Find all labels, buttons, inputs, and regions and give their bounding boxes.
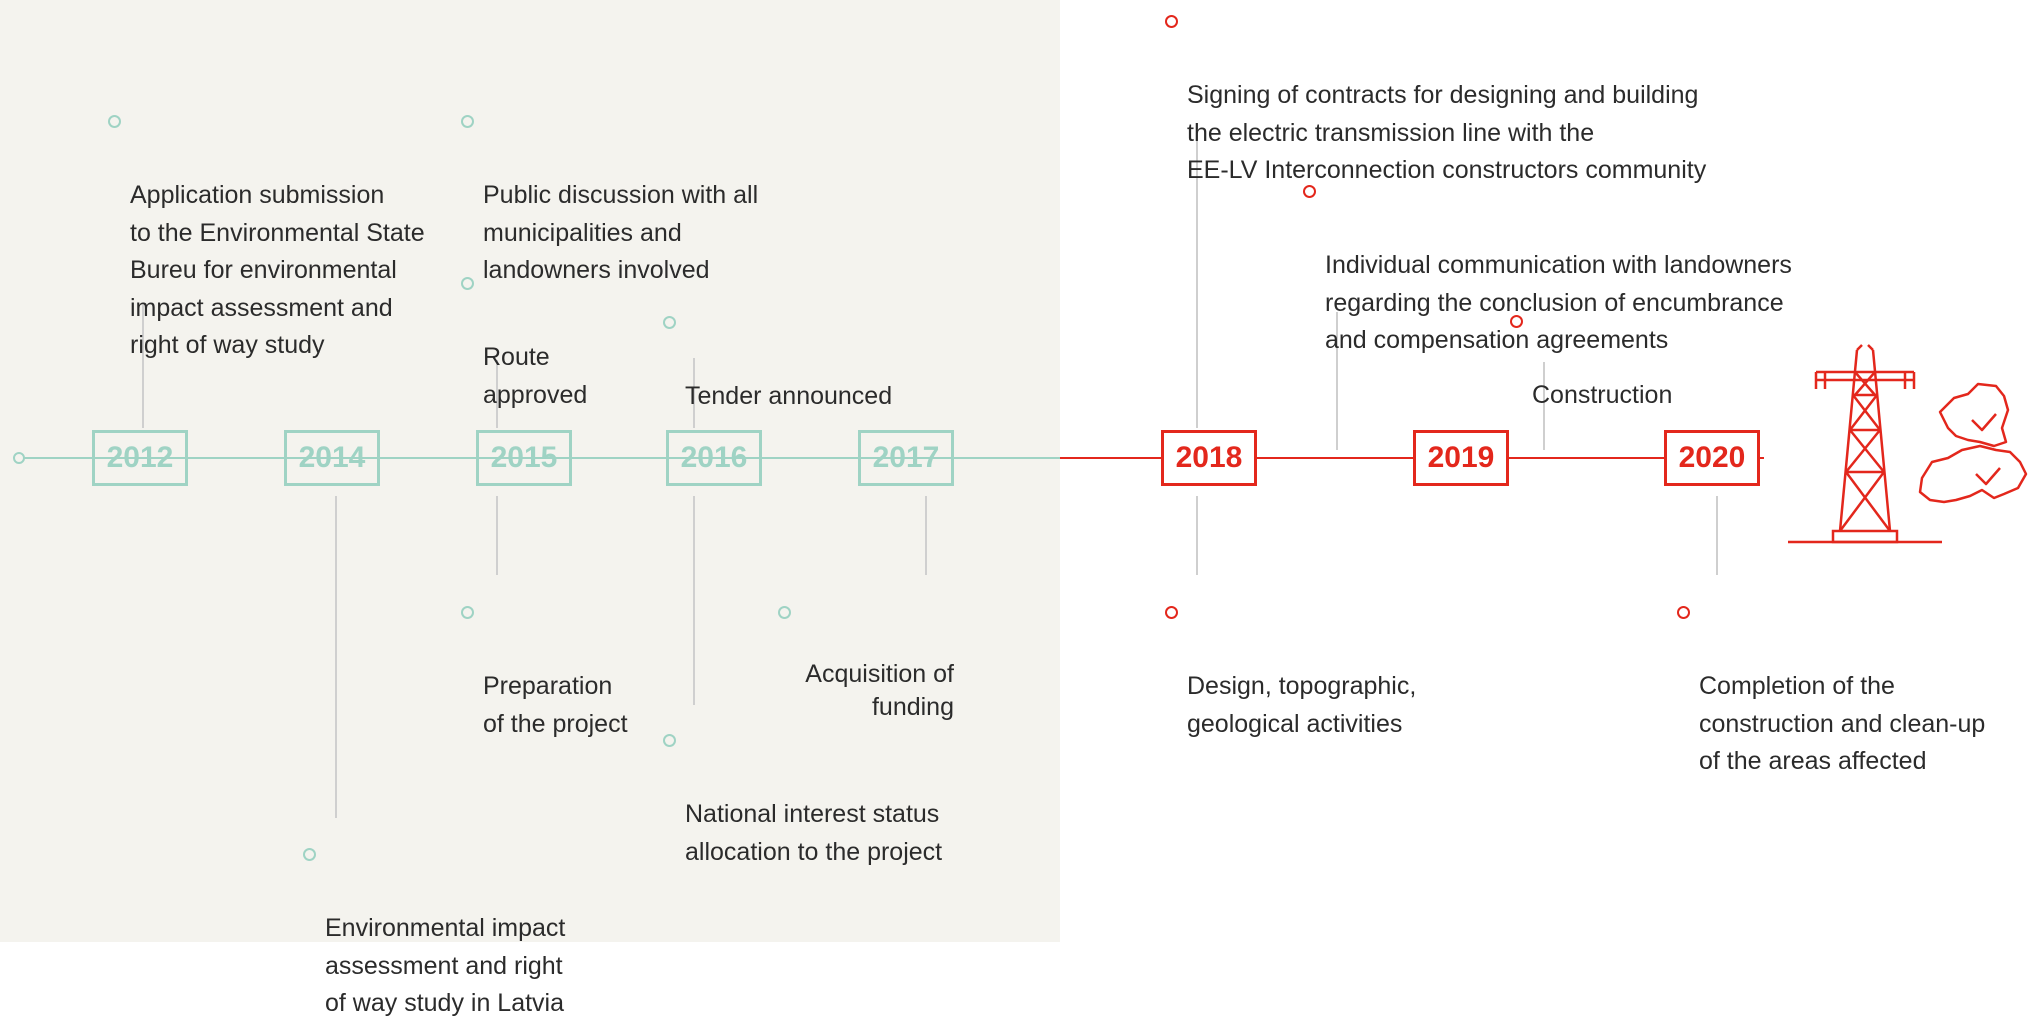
year-2017: 2017: [858, 430, 954, 486]
event-2016-national-interest: National interest status allocation to t…: [663, 721, 943, 871]
event-2017-funding: Acquisition of funding: [776, 593, 954, 723]
event-text: Design, topographic, geological activiti…: [1187, 672, 1417, 738]
event-bullet-icon: [303, 848, 316, 861]
event-bullet-icon: [1303, 185, 1316, 198]
event-bullet-icon: [1510, 315, 1523, 328]
event-text: Construction: [1532, 381, 1673, 409]
event-text: Application submission to the Environmen…: [130, 181, 425, 359]
event-2012-application: Application submission to the Environmen…: [108, 102, 425, 365]
event-2016-tender: Tender announced: [663, 303, 893, 416]
year-2016: 2016: [666, 430, 762, 486]
event-text: Acquisition of funding: [805, 660, 954, 721]
year-2014: 2014: [284, 430, 380, 486]
event-bullet-icon: [461, 115, 474, 128]
event-2019-landowners: Individual communication with landowners…: [1303, 172, 1792, 360]
event-2015-public-discussion: Public discussion with all municipalitie…: [461, 102, 759, 290]
event-2018-contracts: Signing of contracts for designing and b…: [1165, 2, 1707, 190]
year-2018: 2018: [1161, 430, 1257, 486]
event-text: Individual communication with landowners…: [1325, 251, 1792, 354]
event-2020-completion: Completion of the construction and clean…: [1677, 593, 1986, 781]
event-connectors: [142, 132, 1718, 818]
latvia-map-check-icon: [1918, 382, 2028, 504]
year-2019: 2019: [1413, 430, 1509, 486]
event-2015-preparation: Preparation of the project: [461, 593, 628, 743]
event-bullet-icon: [461, 606, 474, 619]
year-2020: 2020: [1664, 430, 1760, 486]
transmission-tower-icon: [1788, 344, 1942, 544]
year-2012: 2012: [92, 430, 188, 486]
event-text: Public discussion with all municipalitie…: [483, 181, 759, 284]
event-text: Route approved: [483, 343, 588, 409]
past-period-background: [0, 0, 1060, 942]
timeline-start-dot: [13, 452, 25, 464]
event-bullet-icon: [1165, 15, 1178, 28]
event-bullet-icon: [663, 734, 676, 747]
event-2019-construction: Construction: [1510, 302, 1673, 415]
event-bullet-icon: [778, 606, 791, 619]
event-2015-route-approved: Route approved: [461, 264, 588, 414]
event-text: Preparation of the project: [483, 672, 628, 738]
event-bullet-icon: [108, 115, 121, 128]
event-text: National interest status allocation to t…: [685, 800, 943, 866]
event-bullet-icon: [461, 277, 474, 290]
event-2014-eia: Environmental impact assessment and righ…: [303, 835, 566, 1023]
event-bullet-icon: [663, 316, 676, 329]
event-bullet-icon: [1165, 606, 1178, 619]
event-text: Signing of contracts for designing and b…: [1187, 81, 1707, 184]
event-text: Tender announced: [685, 382, 893, 410]
event-text: Completion of the construction and clean…: [1699, 672, 1986, 775]
year-2015: 2015: [476, 430, 572, 486]
event-text: Environmental impact assessment and righ…: [325, 914, 566, 1017]
event-2018-design: Design, topographic, geological activiti…: [1165, 593, 1417, 743]
event-bullet-icon: [1677, 606, 1690, 619]
